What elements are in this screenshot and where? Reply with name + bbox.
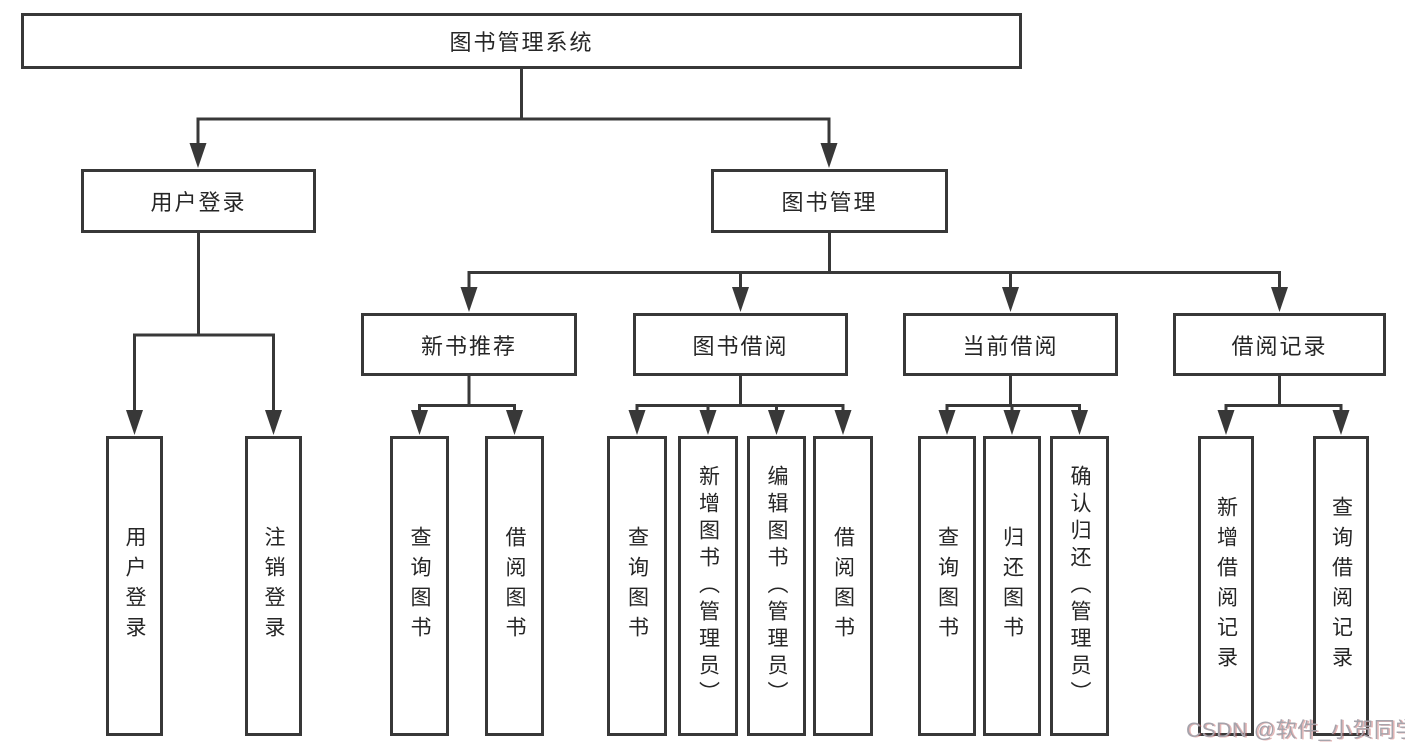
leaf-borrow-books: 借阅图书 <box>813 436 873 736</box>
connector-level2-fork <box>196 117 831 150</box>
node-label: 借阅图书 <box>831 526 855 646</box>
node-current-borrowing: 当前借阅 <box>903 313 1118 376</box>
leaf-return-books: 归还图书 <box>983 436 1041 736</box>
node-label: 当前借阅 <box>962 333 1059 359</box>
arrowhead-icon <box>126 410 143 435</box>
connector-book-borrow-fork <box>635 404 845 418</box>
leaf-confirm-return-admin: 确认归还（管理员） <box>1050 436 1109 736</box>
node-label: 图书管理系统 <box>449 30 594 55</box>
connector-level3-fork <box>467 271 1281 295</box>
node-label: 用户登录 <box>150 190 247 215</box>
node-label: 归还图书 <box>1000 526 1024 646</box>
node-label: 新增图书（管理员） <box>696 464 720 708</box>
leaf-query-books: 查询图书 <box>607 436 667 736</box>
node-label: 查询图书 <box>408 526 431 646</box>
node-user-login: 用户登录 <box>81 169 316 233</box>
node-label: 图书管理 <box>781 190 878 215</box>
arrowhead-icon <box>820 143 838 168</box>
arrowhead-icon <box>506 410 523 435</box>
arrowhead-icon <box>938 410 956 435</box>
leaf-add-books-admin: 新增图书（管理员） <box>678 436 738 736</box>
arrowhead-icon <box>411 410 428 435</box>
node-label: 查询借阅记录 <box>1329 496 1353 676</box>
arrowhead-icon <box>732 287 749 312</box>
arrowhead-icon <box>1071 410 1088 435</box>
arrowhead-icon <box>1332 410 1350 435</box>
node-library-management-system: 图书管理系统 <box>21 13 1022 69</box>
arrowhead-icon <box>628 410 646 435</box>
node-label: 新书推荐 <box>420 333 517 359</box>
leaf-edit-books-admin: 编辑图书（管理员） <box>747 436 806 736</box>
watermark: CSDN @软件_小贺同学 <box>1186 719 1405 742</box>
arrowhead-icon <box>189 143 207 168</box>
node-label: 编辑图书（管理员） <box>765 464 788 708</box>
node-label: 借阅记录 <box>1231 333 1328 359</box>
node-new-book-recommendation: 新书推荐 <box>361 313 577 376</box>
node-label: 新增借阅记录 <box>1214 496 1238 676</box>
node-book-borrowing: 图书借阅 <box>633 313 848 376</box>
node-label: 图书借阅 <box>692 333 789 359</box>
arrowhead-icon <box>460 287 478 312</box>
leaf-logout: 注销登录 <box>245 436 302 736</box>
leaf-query-borrow-record: 查询借阅记录 <box>1313 436 1369 736</box>
arrowhead-icon <box>699 410 717 435</box>
leaf-query-books: 查询图书 <box>390 436 449 736</box>
node-label: 用户登录 <box>123 526 146 646</box>
arrowhead-icon <box>1002 287 1019 312</box>
leaf-query-books: 查询图书 <box>918 436 976 736</box>
leaf-user-login: 用户登录 <box>106 436 163 736</box>
node-label: 查询图书 <box>625 526 649 646</box>
arrowhead-icon <box>1217 410 1235 435</box>
arrowhead-icon <box>768 410 785 435</box>
node-label: 查询图书 <box>935 526 959 646</box>
node-label: 借阅图书 <box>503 526 526 646</box>
leaf-borrow-books: 借阅图书 <box>485 436 544 736</box>
node-label: 注销登录 <box>262 526 285 646</box>
connector-borrow-record-fork <box>1224 404 1343 418</box>
connector-new-book-fork <box>418 404 516 418</box>
connector-user-login-fork <box>133 333 275 418</box>
node-label: 确认归还（管理员） <box>1068 464 1091 708</box>
arrowhead-icon <box>834 410 852 435</box>
leaf-add-borrow-record: 新增借阅记录 <box>1198 436 1254 736</box>
node-borrowing-records: 借阅记录 <box>1173 313 1386 376</box>
arrowhead-icon <box>1003 410 1021 435</box>
arrowhead-icon <box>265 410 282 435</box>
node-book-management: 图书管理 <box>711 169 948 233</box>
arrowhead-icon <box>1271 287 1288 312</box>
